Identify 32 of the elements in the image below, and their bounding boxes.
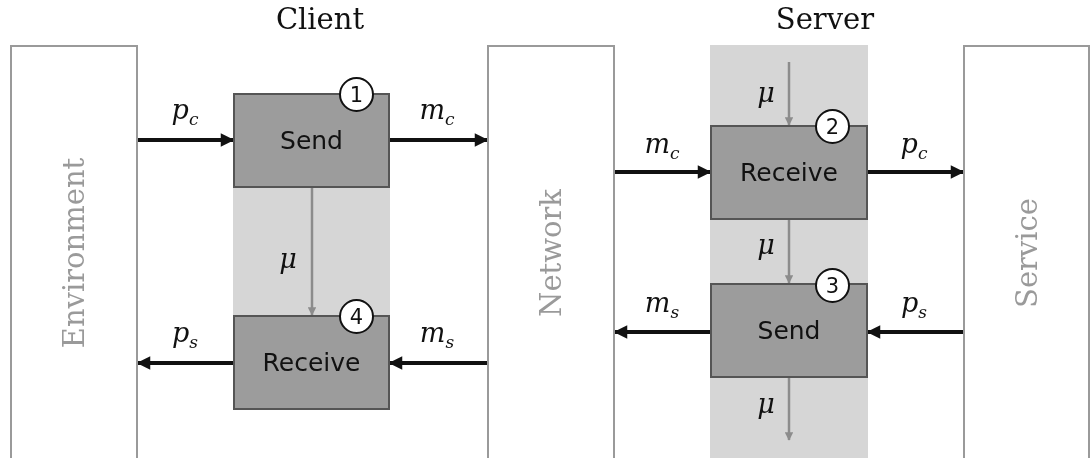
column-label: Service	[1009, 197, 1044, 308]
box-label: Send	[757, 316, 821, 345]
column-label: Network	[534, 188, 568, 317]
arrow	[390, 133, 489, 147]
arrow	[307, 188, 317, 316]
edge-label: p$_{s}$	[901, 288, 927, 322]
column-panel	[10, 45, 138, 458]
arrow	[138, 133, 235, 147]
arrow	[868, 165, 965, 179]
edge-label: p$_{c}$	[171, 95, 199, 129]
arrow	[615, 165, 712, 179]
edge-label: m$_{c}$	[419, 95, 455, 129]
edge-label: μ	[757, 230, 775, 258]
edge-label: m$_{c}$	[644, 129, 680, 163]
column-panel	[487, 45, 615, 458]
edge-label: p$_{c}$	[900, 129, 928, 163]
edge-label: μ	[757, 78, 775, 106]
edge-label: μ	[279, 244, 297, 272]
box-label: Send	[280, 126, 343, 155]
edge-label: m$_{s}$	[644, 288, 680, 322]
edge-label: m$_{s}$	[419, 318, 455, 352]
box-label: Receive	[262, 348, 361, 377]
section-title: Server	[775, 2, 875, 36]
arrow	[784, 62, 794, 126]
column-panel	[963, 45, 1090, 458]
arrow	[784, 220, 794, 284]
column-label: Environment	[57, 157, 91, 348]
edge-label: μ	[757, 389, 775, 417]
edge-label: p$_{s}$	[172, 318, 198, 352]
box-label: Receive	[740, 158, 838, 187]
section-title: Client	[275, 2, 365, 36]
arrow	[784, 378, 794, 441]
